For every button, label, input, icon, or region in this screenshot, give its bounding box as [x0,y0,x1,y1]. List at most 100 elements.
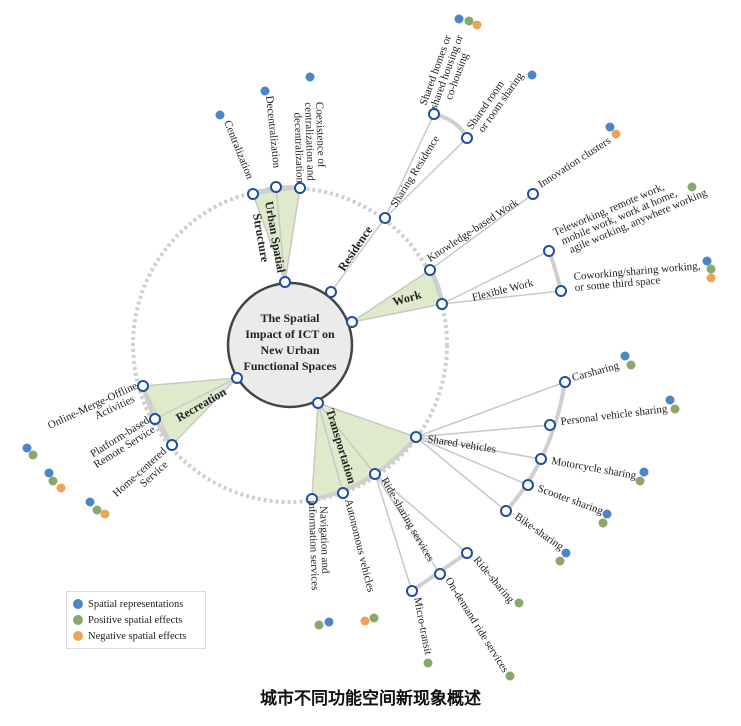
node-decentralization[interactable] [270,181,282,193]
node-personal-vehicle[interactable] [544,419,556,431]
label-navigation: information services [306,500,321,590]
center-title-line: Impact of ICT on [245,327,335,341]
negative-dot [56,483,66,493]
positive-dot [514,598,524,608]
label-carsharing: Carsharing [571,360,621,384]
node-flexible-work[interactable] [436,298,448,310]
positive-dot [314,620,324,630]
node-shared-homes[interactable] [428,108,440,120]
negative-dot-icon [73,631,83,641]
spatial-dot [305,72,315,82]
node-autonomous[interactable] [337,487,349,499]
legend: Spatial representations Positive spatial… [66,591,206,649]
center-title-line: Functional Spaces [243,359,336,373]
arc-transport [311,435,418,501]
spatial-dot [561,548,571,558]
node-coexistence[interactable] [294,182,306,194]
positive-dot [505,671,515,681]
node-bike[interactable] [500,505,512,517]
arc-flexible [547,250,563,292]
spatial-dot [620,351,630,361]
node-teleworking[interactable] [543,245,555,257]
node-micro-transit[interactable] [406,585,418,597]
label-sharing-residence: Sharing Residence [388,133,442,209]
node-transport[interactable] [312,397,324,409]
positive-dot [48,476,58,486]
legend-item-negative: Negative spatial effects [73,628,199,644]
node-sharing-residence[interactable] [379,212,391,224]
spatial-dot [260,86,270,96]
label-coexistence: centralization and [302,102,317,181]
spatial-dot [527,70,537,80]
positive-dot [28,450,38,460]
node-platform[interactable] [149,413,161,425]
positive-dot [687,182,697,192]
label-autonomous: Autonomous vehicles [342,498,377,594]
positive-dot [635,476,645,486]
negative-dot [100,509,110,519]
positive-dot [598,518,608,528]
links [154,113,566,592]
legend-label: Positive spatial effects [88,614,183,626]
label-navigation: Navigation and [317,506,331,574]
legend-label: Negative spatial effects [88,630,187,642]
node-carsharing[interactable] [559,376,571,388]
node-coworking[interactable] [555,285,567,297]
positive-dot [369,613,379,623]
node-home-centered[interactable] [166,439,178,451]
positive-dot [423,658,433,668]
spatial-dot-icon [73,599,83,609]
effect-dots [22,14,716,681]
node-shared-room[interactable] [461,132,473,144]
positive-dot-icon [73,615,83,625]
positive-dot [555,556,565,566]
node-motorcycle[interactable] [535,453,547,465]
positive-dot [626,360,636,370]
label-motorcycle: Motorcycle sharing [550,455,637,482]
node-scooter[interactable] [522,479,534,491]
center-title: The Spatial Impact of ICT on New Urban F… [243,311,336,373]
node-urban[interactable] [279,276,291,288]
node-shared-vehicles[interactable] [410,431,422,443]
positive-dot [92,505,102,515]
label-shared-vehicles: Shared vehicles [427,433,497,456]
spatial-dot [324,617,334,627]
label-residence: Residence [335,223,376,274]
node-residence[interactable] [325,286,337,298]
arc-shared [504,381,567,513]
positive-dot [670,404,680,414]
label-coexistence: Coexistence of [313,102,327,168]
spatial-dot [85,497,95,507]
negative-dot [611,129,621,139]
negative-dot [360,616,370,626]
positive-dot [706,264,716,274]
center-title-line: The Spatial [260,311,320,325]
legend-item-positive: Positive spatial effects [73,612,199,628]
nodes[interactable] [137,108,571,597]
node-omo[interactable] [137,380,149,392]
node-ride-services[interactable] [369,468,381,480]
node-knowledge-work[interactable] [424,264,436,276]
node-work[interactable] [346,316,358,328]
spatial-dot [639,467,649,477]
node-innovation[interactable] [527,188,539,200]
node-on-demand[interactable] [434,568,446,580]
negative-dot [706,273,716,283]
legend-label: Spatial representations [88,598,184,610]
positive-dot [464,16,474,26]
spatial-dot [602,509,612,519]
node-navigation[interactable] [306,493,318,505]
spatial-dot [702,256,712,266]
label-flexible-work: Flexible Work [471,277,535,304]
node-ride-sharing[interactable] [461,547,473,559]
node-recreation[interactable] [231,372,243,384]
label-scooter: Scooter sharing [536,483,605,518]
spatial-dot [605,122,615,132]
arc-residence [433,112,469,139]
label-innovation: Innovation clusters [536,135,613,191]
label-ride-sharing: Ride-sharing [471,554,517,606]
work-wedge [351,268,443,323]
node-centralization[interactable] [247,188,259,200]
spatial-dot [22,443,32,453]
